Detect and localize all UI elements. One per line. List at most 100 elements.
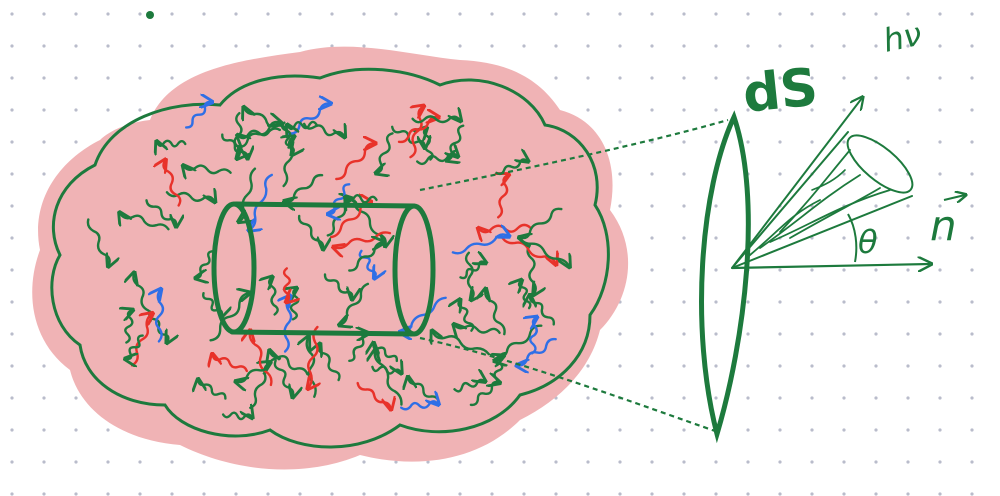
grid-dot — [202, 492, 206, 496]
grid-dot — [938, 300, 942, 304]
photon-ray-blue — [185, 102, 211, 129]
grid-dot — [74, 76, 78, 80]
grid-dot — [554, 12, 558, 16]
photon-ray-green — [125, 310, 132, 344]
grid-dot — [842, 332, 846, 336]
photon-ray-blue — [400, 401, 438, 411]
grid-dot — [938, 460, 942, 464]
photon-ray-green — [221, 133, 247, 158]
propagation-direction-arrow — [731, 98, 862, 269]
grid-dot — [810, 300, 814, 304]
photon-ray-red — [308, 325, 317, 388]
grid-dot — [938, 140, 942, 144]
grid-dot — [842, 300, 846, 304]
grid-dot — [490, 44, 494, 48]
grid-dot — [938, 108, 942, 112]
grid-dot — [938, 236, 942, 240]
grid-dot — [490, 12, 494, 16]
photon-ray-blue — [285, 297, 291, 353]
n-vector-label: n — [930, 201, 957, 250]
grid-dot — [138, 108, 142, 112]
grid-dot — [362, 44, 366, 48]
grid-dot — [458, 460, 462, 464]
grid-dot — [906, 204, 910, 208]
grid-dot — [554, 492, 558, 496]
grid-dot — [650, 268, 654, 272]
grid-dot — [170, 492, 174, 496]
grid-dot — [778, 268, 782, 272]
photon-ray-green — [520, 207, 563, 238]
grid-dot — [682, 364, 686, 368]
grid-dot — [650, 428, 654, 432]
grid-dot — [714, 76, 718, 80]
pink-cloud — [32, 46, 629, 470]
grid-dot — [74, 428, 78, 432]
grid-dot — [714, 492, 718, 496]
grid-dot — [650, 76, 654, 80]
photon-ray-green — [237, 357, 282, 382]
grid-dot — [810, 428, 814, 432]
grid-dot — [650, 300, 654, 304]
grid-dot — [778, 332, 782, 336]
grid-dot — [714, 332, 718, 336]
grid-dot — [10, 428, 14, 432]
photon-ray-green — [235, 122, 280, 148]
grid-dot — [842, 428, 846, 432]
grid-dot — [10, 236, 14, 240]
photon-ray-green — [432, 332, 490, 356]
grid-dot — [714, 108, 718, 112]
grid-dot — [74, 396, 78, 400]
grid-dot — [874, 204, 878, 208]
grid-dot — [10, 140, 14, 144]
grid-dot — [810, 332, 814, 336]
grid-dot — [522, 460, 526, 464]
photon-ray-red — [284, 267, 290, 301]
photon-ray-green — [519, 281, 532, 310]
grid-dot — [874, 268, 878, 272]
grid-dot — [746, 492, 750, 496]
grid-dot — [810, 396, 814, 400]
grid-dot — [10, 332, 14, 336]
ds-label: dS — [740, 57, 821, 124]
grid-dot — [458, 44, 462, 48]
grid-dot — [874, 396, 878, 400]
grid-dot — [778, 396, 782, 400]
ink-dot — [146, 11, 154, 19]
grid-dot — [938, 396, 942, 400]
grid-dot — [970, 236, 974, 240]
photon-ray-green — [424, 128, 434, 161]
grid-dot — [554, 428, 558, 432]
grid-dot — [682, 428, 686, 432]
photon-ray-green — [157, 141, 187, 147]
grid-dot — [714, 396, 718, 400]
grid-dot — [266, 12, 270, 16]
grid-dot — [170, 76, 174, 80]
grid-dot — [202, 44, 206, 48]
grid-dot — [426, 12, 430, 16]
grid-dot — [586, 460, 590, 464]
grid-dot — [906, 364, 910, 368]
grid-dot — [746, 140, 750, 144]
grid-dot — [970, 204, 974, 208]
grid-dot — [106, 492, 110, 496]
photon-ray-green — [346, 195, 378, 202]
grid-dot — [42, 460, 46, 464]
grid-dot — [10, 76, 14, 80]
grid-dot — [714, 460, 718, 464]
medium-outline — [50, 67, 610, 449]
projection-line-top — [419, 118, 729, 192]
grid-dot — [842, 492, 846, 496]
surface-element-ds — [699, 110, 751, 444]
photon-ray-green — [373, 344, 399, 363]
cylinder — [211, 201, 436, 337]
grid-dot — [170, 44, 174, 48]
grid-dot — [586, 12, 590, 16]
photon-ray-red — [335, 143, 374, 181]
grid-dot — [682, 396, 686, 400]
grid-dot — [746, 332, 750, 336]
photon-ray-green — [371, 367, 401, 374]
grid-dot — [938, 172, 942, 176]
grid-dot — [810, 492, 814, 496]
grid-dot — [554, 76, 558, 80]
